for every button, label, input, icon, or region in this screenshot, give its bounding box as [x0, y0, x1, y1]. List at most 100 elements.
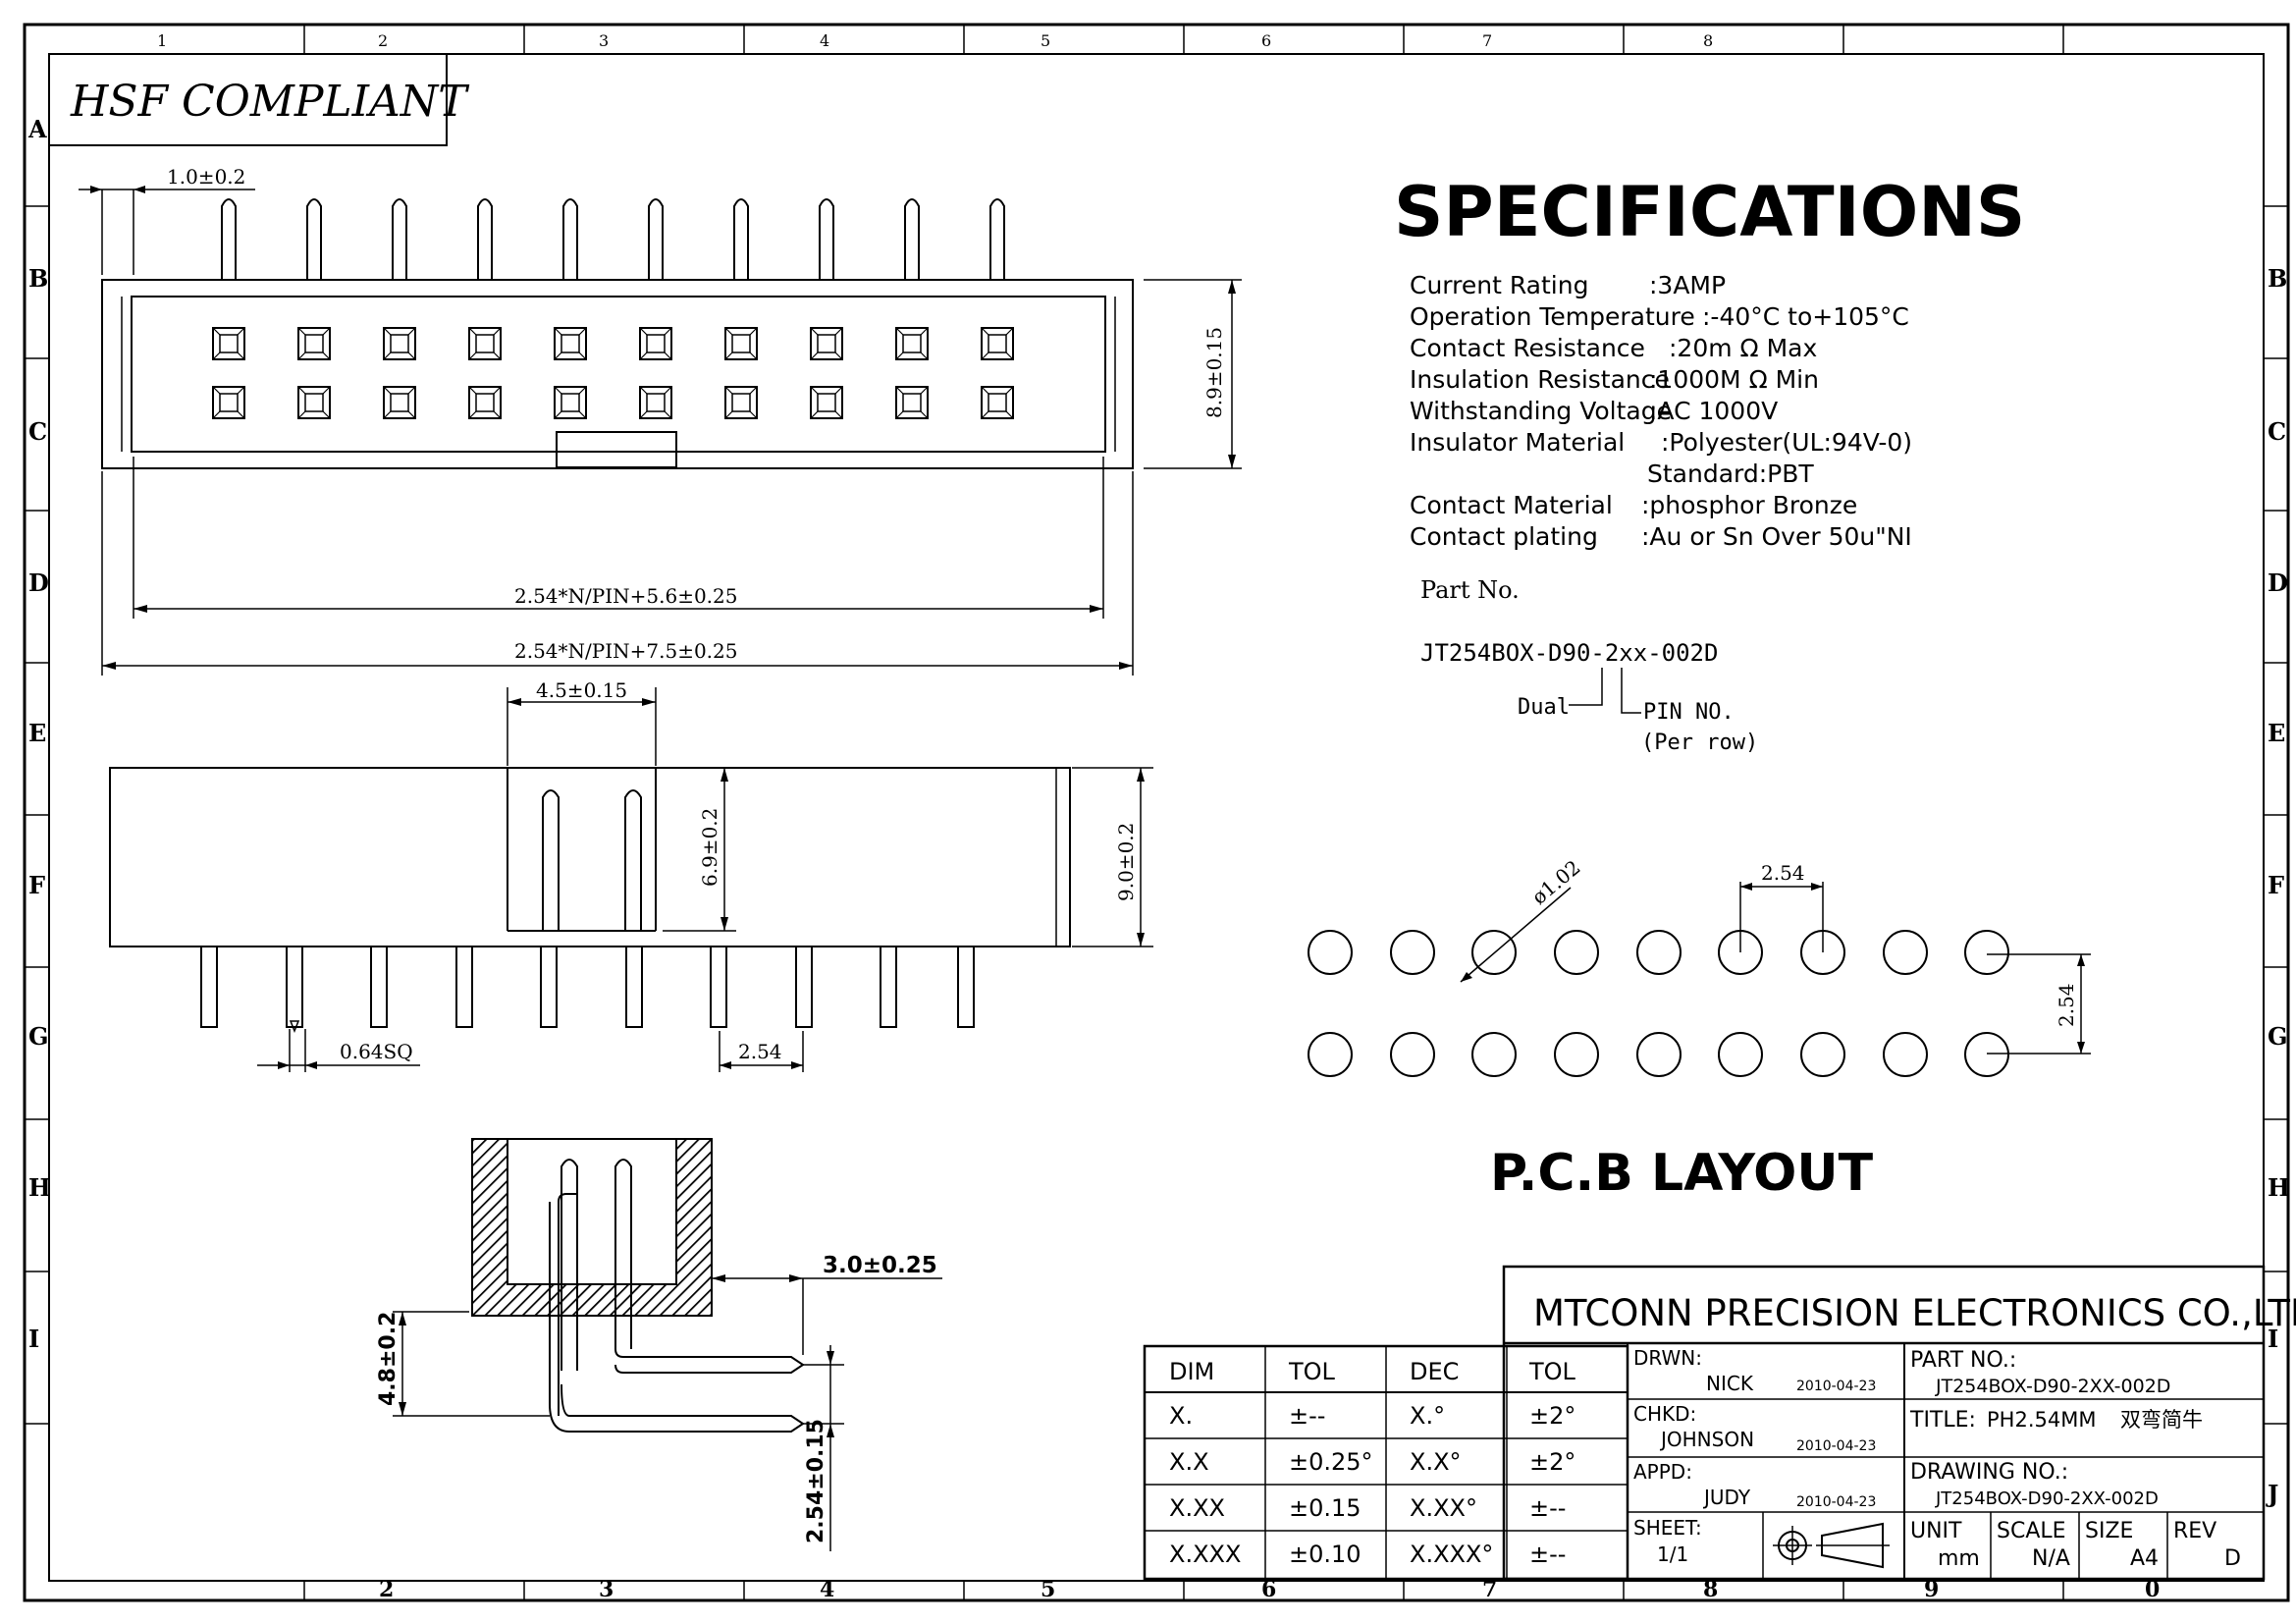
unit-label: UNIT — [1910, 1519, 1962, 1543]
top-pin-tip — [989, 198, 1005, 280]
part-no-code: JT254BOX-D90-2xx-002D — [1420, 639, 1718, 667]
size-value: A4 — [2130, 1546, 2159, 1571]
top-pin-tip — [904, 198, 920, 280]
contact-cavity — [383, 386, 416, 419]
side-bottom-pins — [200, 946, 975, 1034]
dim-pin-square: 0.64SQ — [257, 1029, 420, 1072]
contact-cavity — [981, 327, 1014, 360]
column-label-bottom: 9 — [1924, 1577, 1939, 1602]
part-no-value: JT254BOX-D90-2XX-002D — [1935, 1376, 2170, 1397]
dim-pin-pitch: 2.54 — [719, 1031, 804, 1072]
row-label-right: F — [2268, 871, 2284, 899]
contact-cavity — [212, 327, 245, 360]
row-label-left: G — [28, 1022, 49, 1051]
spec-value: :Polyester(UL:94V-0) — [1661, 428, 1912, 457]
dim-pcb-pitch-x: 2.54 — [1739, 861, 1824, 952]
dim-pin-square-label: 0.64SQ — [340, 1040, 413, 1063]
dim-inner-length: 2.54*N/PIN+5.6±0.25 — [133, 457, 1104, 619]
dim-outer-length: 2.54*N/PIN+7.5±0.25 — [101, 471, 1134, 676]
pcb-hole — [1883, 930, 1928, 975]
row-label-left: C — [28, 417, 47, 446]
row-label-left: B — [28, 264, 48, 293]
dim-outer-length-label: 2.54*N/PIN+7.5±0.25 — [514, 639, 737, 663]
sheet-value: 1/1 — [1657, 1542, 1688, 1566]
tolerance-header: DIM — [1169, 1358, 1214, 1385]
row-label-right: J — [2266, 1480, 2278, 1508]
column-label-top: 1 — [157, 31, 167, 50]
chkd-date: 2010-04-23 — [1796, 1438, 1876, 1454]
tolerance-cell: ±-- — [1529, 1541, 1566, 1568]
dim-section-offset: 3.0±0.25 — [712, 1253, 942, 1355]
tolerance-cell: X.X — [1169, 1448, 1209, 1476]
top-pin-tip — [562, 198, 578, 280]
column-label-bottom: 8 — [1703, 1577, 1718, 1602]
contact-cavity — [895, 327, 929, 360]
column-label-top: 4 — [820, 31, 829, 50]
column-label-bottom: 5 — [1041, 1577, 1055, 1602]
row-label-right: D — [2268, 568, 2288, 597]
tolerance-cell: X.XXX° — [1410, 1541, 1493, 1568]
drwn-date: 2010-04-23 — [1796, 1379, 1876, 1394]
dim-inner-length-label: 2.54*N/PIN+5.6±0.25 — [514, 584, 737, 608]
appd-name: JUDY — [1702, 1486, 1751, 1509]
side-bottom-pin — [200, 946, 218, 1028]
side-bottom-pin — [957, 946, 975, 1028]
row-label-right: G — [2268, 1022, 2288, 1051]
company-name: MTCONN PRECISION ELECTRONICS CO.,LTD — [1533, 1292, 2296, 1334]
dim-pcb-diameter: ø1.02 — [1460, 855, 1585, 983]
tolerance-cell: ±2° — [1529, 1402, 1575, 1430]
title-value: PH2.54MM — [1987, 1408, 2096, 1432]
dim-side-inner-height-label: 6.9±0.2 — [698, 808, 721, 887]
top-pin-tip — [392, 198, 407, 280]
part-no-heading: Part No. — [1420, 576, 1520, 604]
top-pin-tip — [819, 198, 834, 280]
column-label-top: 2 — [378, 31, 388, 50]
dim-top-height: 8.9±0.15 — [1144, 279, 1242, 469]
pcb-hole — [1390, 930, 1435, 975]
row-label-left: I — [28, 1325, 39, 1353]
tolerance-header: TOL — [1528, 1358, 1576, 1385]
top-view: 1.0±0.2 8.9±0.15 2.54*N/PIN+5.6±0.25 2.5… — [79, 165, 1242, 676]
title-label: TITLE: — [1909, 1408, 1976, 1433]
side-bottom-pin — [625, 946, 643, 1028]
title-block: MTCONN PRECISION ELECTRONICS CO.,LTD DRW… — [1502, 1265, 2296, 1581]
tolerance-header: TOL — [1288, 1358, 1336, 1385]
dim-section-height: 4.8±0.2 — [376, 1311, 550, 1417]
section-pin-lower — [549, 1202, 805, 1433]
dim-side-width-label: 4.5±0.15 — [536, 678, 627, 702]
spec-label: Contact Material — [1410, 491, 1613, 519]
pcb-hole — [1471, 1032, 1517, 1077]
contact-cavity — [297, 327, 331, 360]
spec-value: :AC 1000V — [1649, 397, 1778, 425]
spec-label: Contact plating — [1410, 522, 1598, 551]
contact-cavity — [554, 386, 587, 419]
tolerance-cell: X. — [1169, 1402, 1193, 1430]
pcb-hole — [1390, 1032, 1435, 1077]
contact-cavity — [468, 327, 502, 360]
specifications-block: SPECIFICATIONS Current Rating:3AMPOperat… — [1394, 172, 2025, 551]
unit-value: mm — [1938, 1546, 1980, 1571]
tolerance-cell: ±0.25° — [1289, 1448, 1373, 1476]
dim-section-pitch-label: 2.54±0.15 — [804, 1419, 828, 1543]
top-pin-tip — [306, 198, 322, 280]
part-number-block: Part No. JT254BOX-D90-2xx-002D Dual PIN … — [1420, 576, 1758, 755]
top-pin-tip — [477, 198, 493, 280]
column-label-top: 6 — [1261, 31, 1271, 50]
pcb-hole — [1636, 1032, 1682, 1077]
contact-cavity — [810, 327, 843, 360]
dim-side-inner-height: 6.9±0.2 — [663, 767, 736, 932]
dim-pcb-pitch-y-label: 2.54 — [2055, 983, 2078, 1027]
pcb-holes — [1308, 930, 2009, 1077]
column-label-top: 7 — [1482, 31, 1492, 50]
tolerance-cell: ±0.10 — [1289, 1541, 1362, 1568]
column-label-bottom: 2 — [379, 1577, 394, 1602]
drawing-no-label: DRAWING NO.: — [1910, 1460, 2068, 1485]
contact-cavity — [554, 327, 587, 360]
dim-pcb-pitch-y: 2.54 — [1987, 953, 2091, 1055]
column-label-bottom: 3 — [599, 1577, 614, 1602]
column-label-top: 3 — [599, 31, 609, 50]
drwn-label: DRWN: — [1633, 1346, 1702, 1370]
